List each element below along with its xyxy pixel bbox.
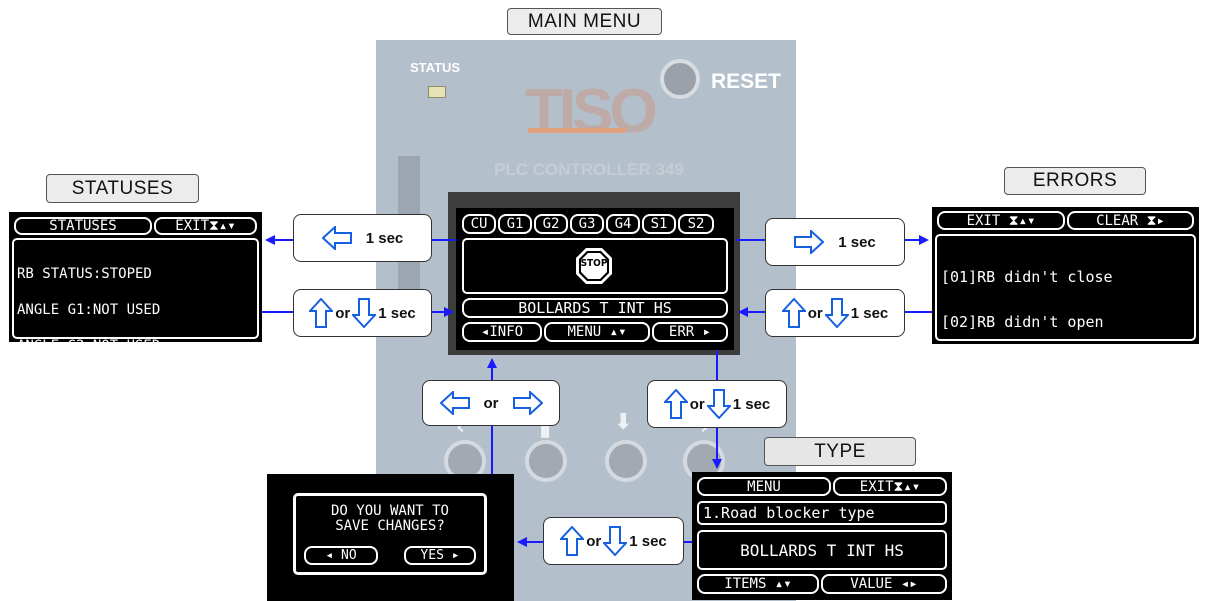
callout-type-up-or-down: or 1 sec	[647, 380, 787, 428]
right-arrow-icon	[794, 230, 824, 254]
down-arrow-icon	[825, 298, 849, 328]
left-arrow-icon	[440, 391, 470, 415]
callout-left-or-right: or	[422, 380, 560, 426]
down-arrow-icon	[603, 526, 627, 556]
up-arrow-icon	[782, 298, 806, 328]
up-arrow-icon	[560, 526, 584, 556]
left-arrow-icon	[322, 226, 352, 250]
down-arrow-icon	[707, 389, 731, 419]
right-arrow-icon	[513, 391, 543, 415]
up-arrow-icon	[309, 298, 333, 328]
callout-left-up-or-down: or 1 sec	[293, 289, 432, 337]
down-arrow-icon	[352, 298, 376, 328]
callout-right-1sec: 1 sec	[765, 218, 905, 266]
up-arrow-icon	[664, 389, 688, 419]
callout-save-up-or-down: or 1 sec	[543, 517, 684, 565]
callout-left-1sec: 1 sec	[293, 214, 432, 262]
callout-right-up-or-down: or 1 sec	[765, 289, 905, 337]
